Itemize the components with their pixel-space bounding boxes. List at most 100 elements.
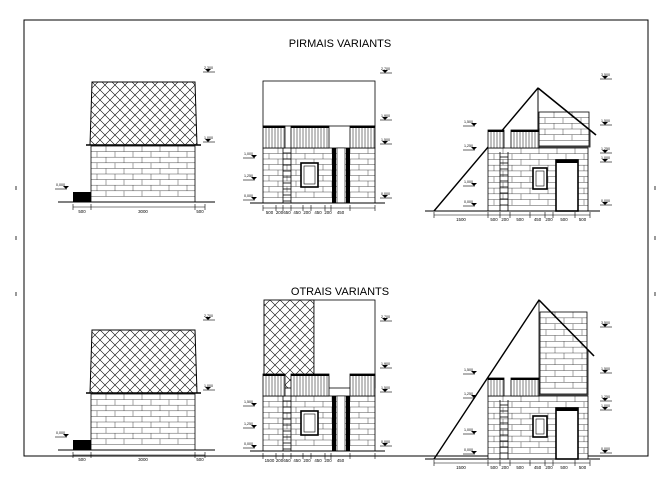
level-arrow bbox=[382, 117, 388, 120]
level-label: 0,000 bbox=[56, 431, 65, 435]
level-label: 3,500 bbox=[601, 321, 610, 325]
dimension-label: 1500 bbox=[456, 465, 466, 470]
railing bbox=[262, 125, 286, 149]
variant-group: OTRAIS VARIANTS 2,700 1,000 0,000 500 3000 500… bbox=[55, 286, 612, 470]
railing-top-rail bbox=[263, 374, 285, 376]
door bbox=[555, 159, 579, 212]
level-label: 1,000 bbox=[204, 384, 213, 388]
level-arrow bbox=[382, 195, 388, 198]
level-label: 1,000 bbox=[601, 156, 610, 160]
roof-slope bbox=[538, 299, 595, 357]
dimension-label: 500 bbox=[78, 209, 86, 214]
level-label: 1,900 bbox=[381, 362, 390, 366]
level-arrow bbox=[251, 425, 257, 428]
level-label: 2,700 bbox=[381, 315, 390, 319]
level-arrow bbox=[471, 183, 477, 186]
door-frame bbox=[332, 396, 336, 451]
door-frame bbox=[346, 396, 350, 451]
window-glass bbox=[535, 170, 545, 187]
door bbox=[336, 395, 346, 452]
level-arrow bbox=[602, 159, 608, 162]
dimension-label: 450 bbox=[534, 217, 542, 222]
level-label: 0,000 bbox=[464, 200, 473, 204]
roof-hatched bbox=[89, 329, 198, 394]
dimension-label: 3000 bbox=[138, 209, 148, 214]
level-arrow bbox=[471, 451, 477, 454]
dimension-label: 500 bbox=[266, 210, 274, 215]
dimension-label: 500 bbox=[490, 465, 498, 470]
level-arrow bbox=[471, 203, 477, 206]
variant-title: OTRAIS VARIANTS bbox=[291, 286, 389, 298]
level-label: 1,500 bbox=[601, 367, 610, 371]
level-label: 0,000 bbox=[244, 442, 253, 446]
railing-top-rail bbox=[511, 130, 539, 132]
level-label: 1,250 bbox=[244, 422, 253, 426]
level-label: 1,000 bbox=[204, 136, 213, 140]
level-label: 0,000 bbox=[56, 183, 65, 187]
dimension-label: 500 bbox=[579, 217, 587, 222]
step-block bbox=[73, 440, 91, 450]
railing-top-rail bbox=[350, 126, 375, 128]
dimension-label: 500 bbox=[516, 217, 524, 222]
level-arrow bbox=[382, 389, 388, 392]
roof-slope bbox=[537, 87, 597, 136]
level-label: 1,900 bbox=[381, 114, 390, 118]
window-glass bbox=[303, 413, 316, 433]
door-frame bbox=[332, 148, 336, 203]
roof-hatched bbox=[89, 81, 198, 146]
level-label: 1,000 bbox=[464, 428, 473, 432]
railing-top-rail bbox=[488, 130, 504, 132]
railing-top-rail bbox=[291, 126, 329, 128]
dimension-label: 500 bbox=[196, 209, 204, 214]
level-arrow bbox=[602, 122, 608, 125]
level-arrow bbox=[382, 443, 388, 446]
level-label: 0,000 bbox=[601, 199, 610, 203]
dimension-label: 200 bbox=[324, 210, 332, 215]
dimension-label: 500 bbox=[560, 217, 568, 222]
level-arrow bbox=[382, 318, 388, 321]
level-arrow bbox=[205, 139, 211, 142]
dimension-label: 500 bbox=[516, 465, 524, 470]
level-arrow bbox=[471, 123, 477, 126]
dimension-label: 200 bbox=[276, 210, 284, 215]
level-label: 1,500 bbox=[381, 138, 390, 142]
level-label: 3,500 bbox=[601, 73, 610, 77]
level-arrow bbox=[205, 387, 211, 390]
level-label: 2,700 bbox=[204, 314, 213, 318]
upper-volume-outline bbox=[313, 299, 376, 389]
dimension-label: 450 bbox=[293, 210, 301, 215]
railing-top-rail bbox=[488, 378, 504, 380]
dimension-label: 450 bbox=[314, 458, 322, 463]
level-label: 1,500 bbox=[464, 120, 473, 124]
dimension-label: 200 bbox=[324, 458, 332, 463]
level-arrow bbox=[63, 186, 69, 189]
level-arrow bbox=[471, 395, 477, 398]
dimension-label: 500 bbox=[490, 217, 498, 222]
railing bbox=[290, 125, 330, 149]
window-glass bbox=[535, 418, 545, 435]
level-arrow bbox=[251, 177, 257, 180]
level-arrow bbox=[382, 141, 388, 144]
door bbox=[555, 407, 579, 460]
dimension-label: 200 bbox=[501, 465, 509, 470]
dimension-label: 200 bbox=[276, 458, 284, 463]
level-label: 1,250 bbox=[464, 392, 473, 396]
level-arrow bbox=[382, 70, 388, 73]
level-arrow bbox=[471, 147, 477, 150]
railing-top-rail bbox=[263, 126, 285, 128]
railing-top-rail bbox=[350, 374, 375, 376]
dimension-label: 650 bbox=[283, 458, 291, 463]
dimension-label: 1500 bbox=[265, 458, 275, 463]
dimension-label: 500 bbox=[579, 465, 587, 470]
railing bbox=[290, 373, 330, 397]
level-label: 1,250 bbox=[244, 174, 253, 178]
dimension-label: 3000 bbox=[138, 457, 148, 462]
level-label: 0,000 bbox=[244, 194, 253, 198]
dimension-label: 200 bbox=[303, 458, 311, 463]
level-label: 0,000 bbox=[381, 192, 390, 196]
dimension-label: 450 bbox=[534, 465, 542, 470]
level-arrow bbox=[382, 365, 388, 368]
level-arrow bbox=[251, 403, 257, 406]
